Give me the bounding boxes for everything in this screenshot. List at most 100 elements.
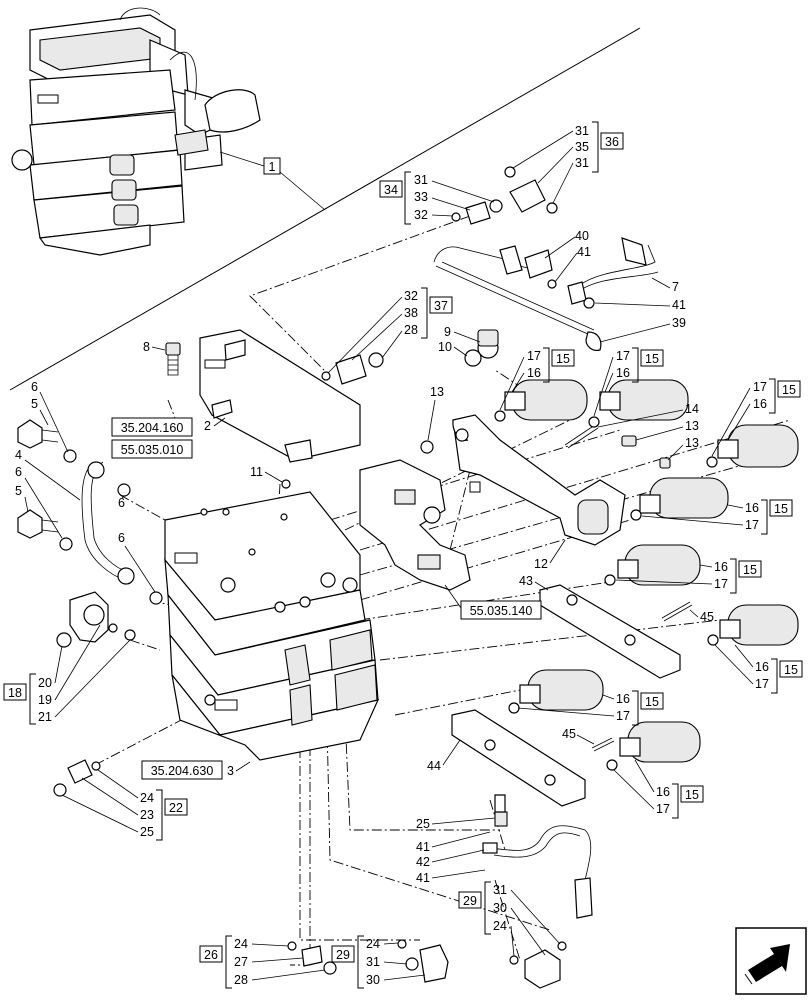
callout-13b: 13: [685, 419, 699, 433]
svg-text:30: 30: [366, 973, 380, 987]
o-ring-part-11: [281, 479, 291, 489]
callout-6c: 6: [118, 496, 125, 510]
svg-text:32: 32: [414, 208, 428, 222]
svg-text:24: 24: [140, 791, 154, 805]
svg-text:17: 17: [753, 380, 767, 394]
reference-55-035-010: 55.035.010: [111, 439, 193, 459]
bracket-part-12: [452, 414, 626, 546]
solenoid-7: [508, 669, 604, 714]
solenoid-2: [588, 379, 689, 428]
svg-text:15: 15: [784, 663, 798, 677]
callout-25c: 25: [416, 817, 430, 831]
callout-5b: 5: [15, 484, 22, 498]
svg-text:37: 37: [434, 299, 448, 313]
svg-text:31: 31: [414, 173, 428, 187]
callout-6b: 6: [15, 465, 22, 479]
svg-text:26: 26: [204, 948, 218, 962]
svg-text:16: 16: [616, 692, 630, 706]
callout-41c: 41: [416, 840, 430, 854]
group-15-q7: 16 17 15: [517, 690, 664, 726]
svg-text:20: 20: [38, 676, 52, 690]
pipe-part-4: [17, 419, 163, 605]
next-page-arrow-icon[interactable]: [735, 927, 807, 995]
pipe-part-7: [433, 237, 659, 351]
callout-4: 4: [15, 448, 22, 462]
fitting-26: [287, 941, 337, 975]
group-37: 32 38 28 37: [327, 287, 453, 374]
callout-41b: 41: [672, 298, 686, 312]
group-15-q6: 16 17 15: [714, 644, 803, 694]
callout-41d: 41: [416, 871, 430, 885]
bolt-part-8: [165, 342, 181, 376]
callout-13a: 13: [430, 385, 444, 399]
solenoid-6: [707, 604, 799, 646]
group-29b: 29 31 30 24: [458, 881, 561, 957]
spacer-part-13c: [659, 457, 671, 469]
callout-1: 1: [219, 151, 326, 211]
svg-text:31: 31: [575, 124, 589, 138]
svg-text:33: 33: [414, 190, 428, 204]
svg-text:16: 16: [714, 560, 728, 574]
callout-40: 40: [575, 229, 589, 243]
callout-45b: 45: [562, 727, 576, 741]
ref-35-204-630-text: 35.204.630: [151, 764, 214, 778]
solenoid-8: [606, 721, 701, 771]
svg-text:24: 24: [366, 937, 380, 951]
svg-text:31: 31: [575, 156, 589, 170]
svg-text:36: 36: [605, 135, 619, 149]
svg-text:16: 16: [527, 366, 541, 380]
svg-text:16: 16: [755, 660, 769, 674]
screw-part-14: [564, 424, 599, 449]
spacer-part-13b: [621, 435, 637, 447]
svg-text:24: 24: [234, 937, 248, 951]
svg-text:34: 34: [384, 183, 398, 197]
svg-text:17: 17: [755, 677, 769, 691]
svg-text:32: 32: [404, 289, 418, 303]
callout-10: 10: [438, 340, 452, 354]
svg-text:15: 15: [685, 788, 699, 802]
group-15-q5: 16 17 15: [615, 558, 762, 594]
svg-text:23: 23: [140, 808, 154, 822]
group-15-q8: 16 17 15: [613, 759, 704, 819]
group-29a: 29 24 31 30: [331, 935, 426, 989]
fitting-assembly-22: [53, 759, 101, 797]
svg-text:24: 24: [493, 919, 507, 933]
svg-text:35: 35: [575, 140, 589, 154]
svg-text:19: 19: [38, 693, 52, 707]
svg-text:17: 17: [745, 518, 759, 532]
group-36: 31 35 31 36: [512, 121, 624, 204]
svg-text:15: 15: [645, 695, 659, 709]
ref-55-035-010-text: 55.035.010: [121, 443, 184, 457]
fitting-assembly-34: [451, 166, 558, 225]
callout-3: 3: [227, 764, 234, 778]
svg-text:31: 31: [493, 883, 507, 897]
group-18: 18 20 19 21: [3, 624, 131, 725]
callout-7: 7: [672, 280, 679, 294]
svg-text:29: 29: [463, 894, 477, 908]
ref-55-035-140-text: 55.035.140: [470, 604, 533, 618]
callout-9: 9: [444, 325, 451, 339]
callout-8: 8: [143, 340, 150, 354]
spacer-part-13: [420, 440, 434, 454]
callout-39: 39: [672, 316, 686, 330]
svg-text:15: 15: [774, 502, 788, 516]
pilot-valve-block: [359, 459, 471, 591]
callout-43: 43: [519, 574, 533, 588]
elbow-fitting-18: [56, 591, 136, 648]
fitting-29-bottom: [397, 939, 449, 983]
callout-2: 2: [204, 419, 211, 433]
svg-text:15: 15: [556, 352, 570, 366]
svg-text:30: 30: [493, 901, 507, 915]
svg-text:16: 16: [745, 501, 759, 515]
callout-11: 11: [250, 465, 263, 479]
svg-text:17: 17: [616, 349, 630, 363]
callout-6d: 6: [118, 531, 125, 545]
solenoid-cartridges: [494, 379, 799, 771]
callouts-plain: 8 2 3 9 10 11 13 13 13 14 12 43 44 45 45…: [15, 229, 714, 885]
callout-14: 14: [685, 402, 699, 416]
svg-text:22: 22: [169, 801, 183, 815]
callout-5a: 5: [31, 397, 38, 411]
cover-plate-43: [539, 584, 681, 679]
svg-text:18: 18: [8, 686, 22, 700]
